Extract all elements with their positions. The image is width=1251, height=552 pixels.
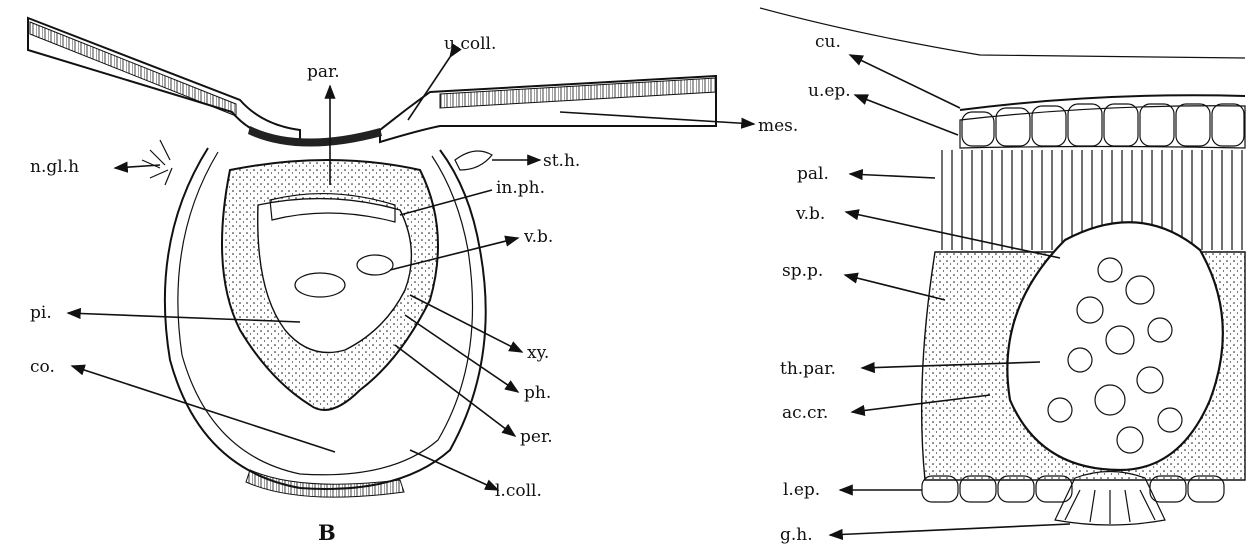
label-pal: pal. <box>797 164 829 184</box>
label-per: per. <box>520 427 553 447</box>
midrib-cross-section <box>28 18 716 497</box>
glandular-hairs <box>142 140 172 185</box>
label-cu: cu. <box>815 32 841 52</box>
label-g-h: g.h. <box>780 525 813 545</box>
upper-collenchyma <box>248 126 382 147</box>
arrow-u-coll <box>408 57 450 120</box>
label-n-gl-h: n.gl.h <box>30 157 79 177</box>
label-st-h: st.h. <box>543 151 580 171</box>
label-l-coll: l.coll. <box>495 481 542 501</box>
arrow-n-gl-h <box>115 165 160 168</box>
right-lamina-hatch <box>440 78 716 108</box>
label-th-par: th.par. <box>780 359 836 379</box>
arrow-per <box>395 345 515 436</box>
arrow-xy <box>410 295 522 352</box>
left-lamina-hatch <box>30 22 236 116</box>
arrow-l-coll <box>410 450 498 490</box>
label-l-ep: l.ep. <box>783 480 820 500</box>
label-pi: pi. <box>30 303 52 323</box>
upper-epidermis-cells <box>962 104 1244 146</box>
figure-label: B <box>318 520 336 545</box>
cuticle <box>960 95 1245 110</box>
arrow-u-ep <box>855 95 958 135</box>
arrow-mes <box>560 112 754 124</box>
lower-collenchyma <box>246 470 404 497</box>
label-co: co. <box>30 357 55 377</box>
label-par: par. <box>307 62 340 82</box>
label-mes: mes. <box>758 116 798 136</box>
arrow-rv-b <box>846 212 1060 258</box>
label-u-coll: u.coll. <box>444 34 496 54</box>
arrow-g-h <box>830 524 1070 535</box>
label-v-b: v.b. <box>523 227 553 247</box>
stinging-hair <box>455 151 492 170</box>
label-in-ph: in.ph. <box>496 178 545 198</box>
label-xy: xy. <box>527 343 549 363</box>
arrow-ph <box>405 315 518 392</box>
label-rv-b: v.b. <box>795 204 825 224</box>
label-u-ep: u.ep. <box>808 81 851 101</box>
label-ac-cr: ac.cr. <box>782 403 828 423</box>
arrow-pal <box>850 174 935 178</box>
label-ph: ph. <box>524 383 551 403</box>
label-sp-p: sp.p. <box>782 261 823 281</box>
